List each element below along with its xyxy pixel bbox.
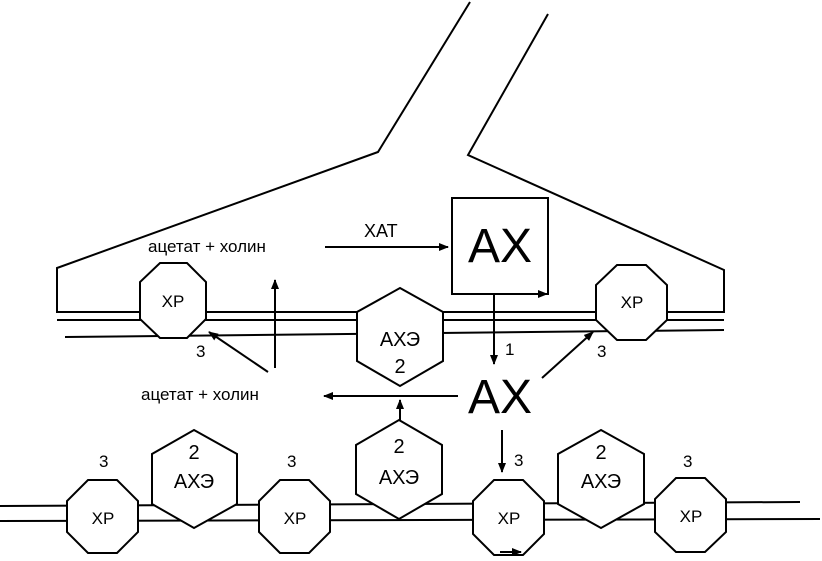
chat-label: ХАТ: [364, 221, 398, 241]
ach-to-presynaptic-receptor-arrow: [541, 331, 594, 379]
receptor-post-4-label: ХР: [680, 507, 703, 526]
receptor-presynaptic-left-label: ХР: [162, 292, 185, 311]
ache-presynaptic-number: 2: [394, 356, 405, 378]
ache-presynaptic-name: АХЭ: [380, 329, 420, 351]
release-number: 1: [505, 340, 514, 359]
receptor-post-1-label: ХР: [92, 509, 115, 528]
receptor-post-1-number: 3: [99, 452, 108, 471]
receptor-post-4-number: 3: [683, 452, 692, 471]
products-mid-label: ацетат + холин: [141, 385, 259, 404]
receptor-post-3-label: ХР: [498, 509, 521, 528]
ache-post-number-2: 2: [393, 436, 404, 458]
receptor-post-3-number: 3: [514, 451, 523, 470]
receptor-presynaptic-left-number: 3: [196, 342, 205, 361]
ache-post-hexagon-1: [151, 428, 238, 530]
ach-top-label: АХ: [468, 220, 532, 273]
receptor-presynaptic-right-number: 3: [597, 342, 606, 361]
ache-post-name-3: АХЭ: [581, 471, 621, 493]
receptor-post-2: [258, 479, 331, 554]
ache-post-name-2: АХЭ: [379, 467, 419, 489]
ache-presynaptic-hexagon: [356, 286, 444, 388]
receptor-presynaptic-left: [139, 262, 207, 339]
ache-post-name-1: АХЭ: [174, 471, 214, 493]
ache-post-number-3: 2: [595, 442, 606, 464]
ache-post-hexagon-3: [557, 428, 645, 530]
receptor-post-2-number: 3: [287, 452, 296, 471]
receptor-presynaptic-right-label: ХР: [621, 293, 644, 312]
ache-post-number-1: 2: [188, 442, 199, 464]
products-to-receptor-arrow: [208, 331, 269, 373]
receptor-post-3: [472, 479, 545, 556]
receptor-presynaptic-right: [595, 264, 668, 341]
receptor-post-4: [654, 477, 727, 553]
ach-synthesis-box: [451, 197, 549, 295]
ach-cleft-label: АХ: [468, 371, 532, 424]
receptor-post-1: [66, 479, 139, 554]
receptor-post-2-label: ХР: [284, 509, 307, 528]
products-top-label: ацетат + холин: [148, 237, 266, 256]
ache-post-hexagon-2: [355, 418, 443, 521]
